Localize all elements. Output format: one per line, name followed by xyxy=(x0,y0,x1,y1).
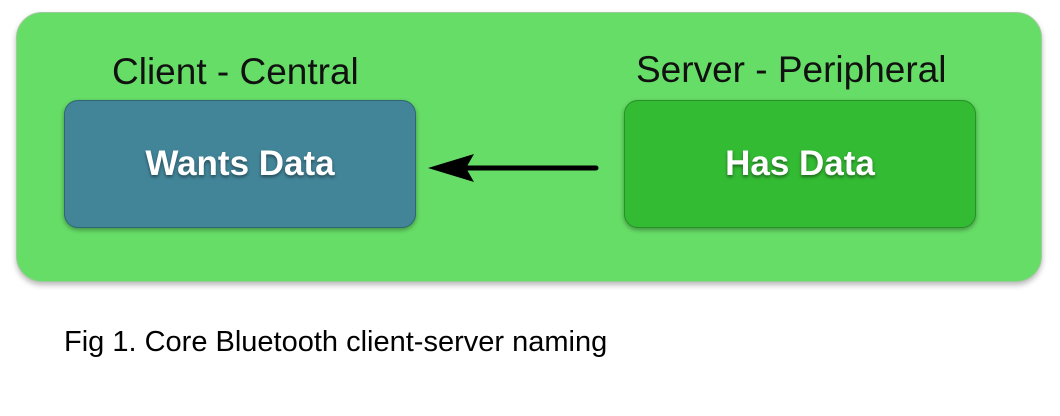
client-box: Wants Data xyxy=(64,100,416,228)
left-arrow-icon xyxy=(428,154,599,182)
client-heading: Client - Central xyxy=(112,51,359,92)
arrow-head xyxy=(428,154,474,182)
server-heading: Server - Peripheral xyxy=(636,49,947,90)
server-box-label: Has Data xyxy=(725,144,875,183)
figure-caption: Fig 1. Core Bluetooth client-server nami… xyxy=(64,326,608,358)
server-box: Has Data xyxy=(624,100,976,228)
client-box-label: Wants Data xyxy=(145,144,335,183)
